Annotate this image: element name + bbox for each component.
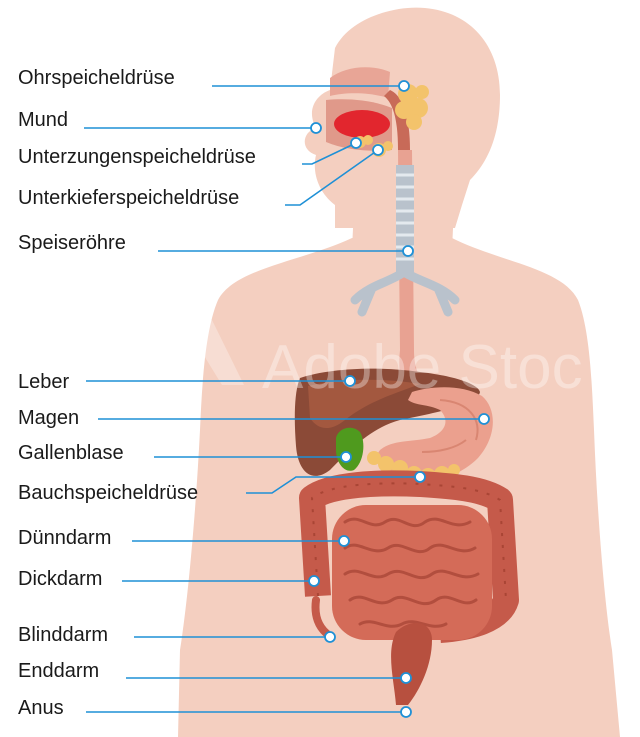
label-mund: Mund	[18, 109, 68, 131]
dot-blinddarm	[325, 632, 335, 642]
label-unterzungenspeicheldruese: Unterzungenspeicheldrüse	[18, 146, 256, 168]
dot-gallenblase	[341, 452, 351, 462]
dot-bauchspeicheldruese	[415, 472, 425, 482]
dot-mund	[311, 123, 321, 133]
dot-enddarm	[401, 673, 411, 683]
label-bauchspeicheldruese: Bauchspeicheldrüse	[18, 482, 198, 504]
label-speiseroehre: Speiseröhre	[18, 232, 126, 254]
dot-dickdarm	[309, 576, 319, 586]
dot-duenndarm	[339, 536, 349, 546]
label-ohrspeicheldruese: Ohrspeicheldrüse	[18, 67, 175, 89]
dot-ohrspeicheldruese	[399, 81, 409, 91]
label-gallenblase: Gallenblase	[18, 442, 124, 464]
tongue	[334, 110, 390, 138]
label-unterkieferspeicheldruese: Unterkieferspeicheldrüse	[18, 187, 239, 209]
label-magen: Magen	[18, 407, 79, 429]
dot-unterzungenspeicheldruese	[351, 138, 361, 148]
label-enddarm: Enddarm	[18, 660, 99, 682]
label-anus: Anus	[18, 697, 64, 719]
dot-leber	[345, 376, 355, 386]
label-dickdarm: Dickdarm	[18, 568, 102, 590]
label-duenndarm: Dünndarm	[18, 527, 111, 549]
dot-unterkieferspeicheldruese	[373, 145, 383, 155]
dot-speiseroehre	[403, 246, 413, 256]
label-blinddarm: Blinddarm	[18, 624, 108, 646]
label-leber: Leber	[18, 371, 69, 393]
dot-anus	[401, 707, 411, 717]
dot-magen	[479, 414, 489, 424]
watermark-text: Adobe Stoc	[262, 333, 583, 402]
